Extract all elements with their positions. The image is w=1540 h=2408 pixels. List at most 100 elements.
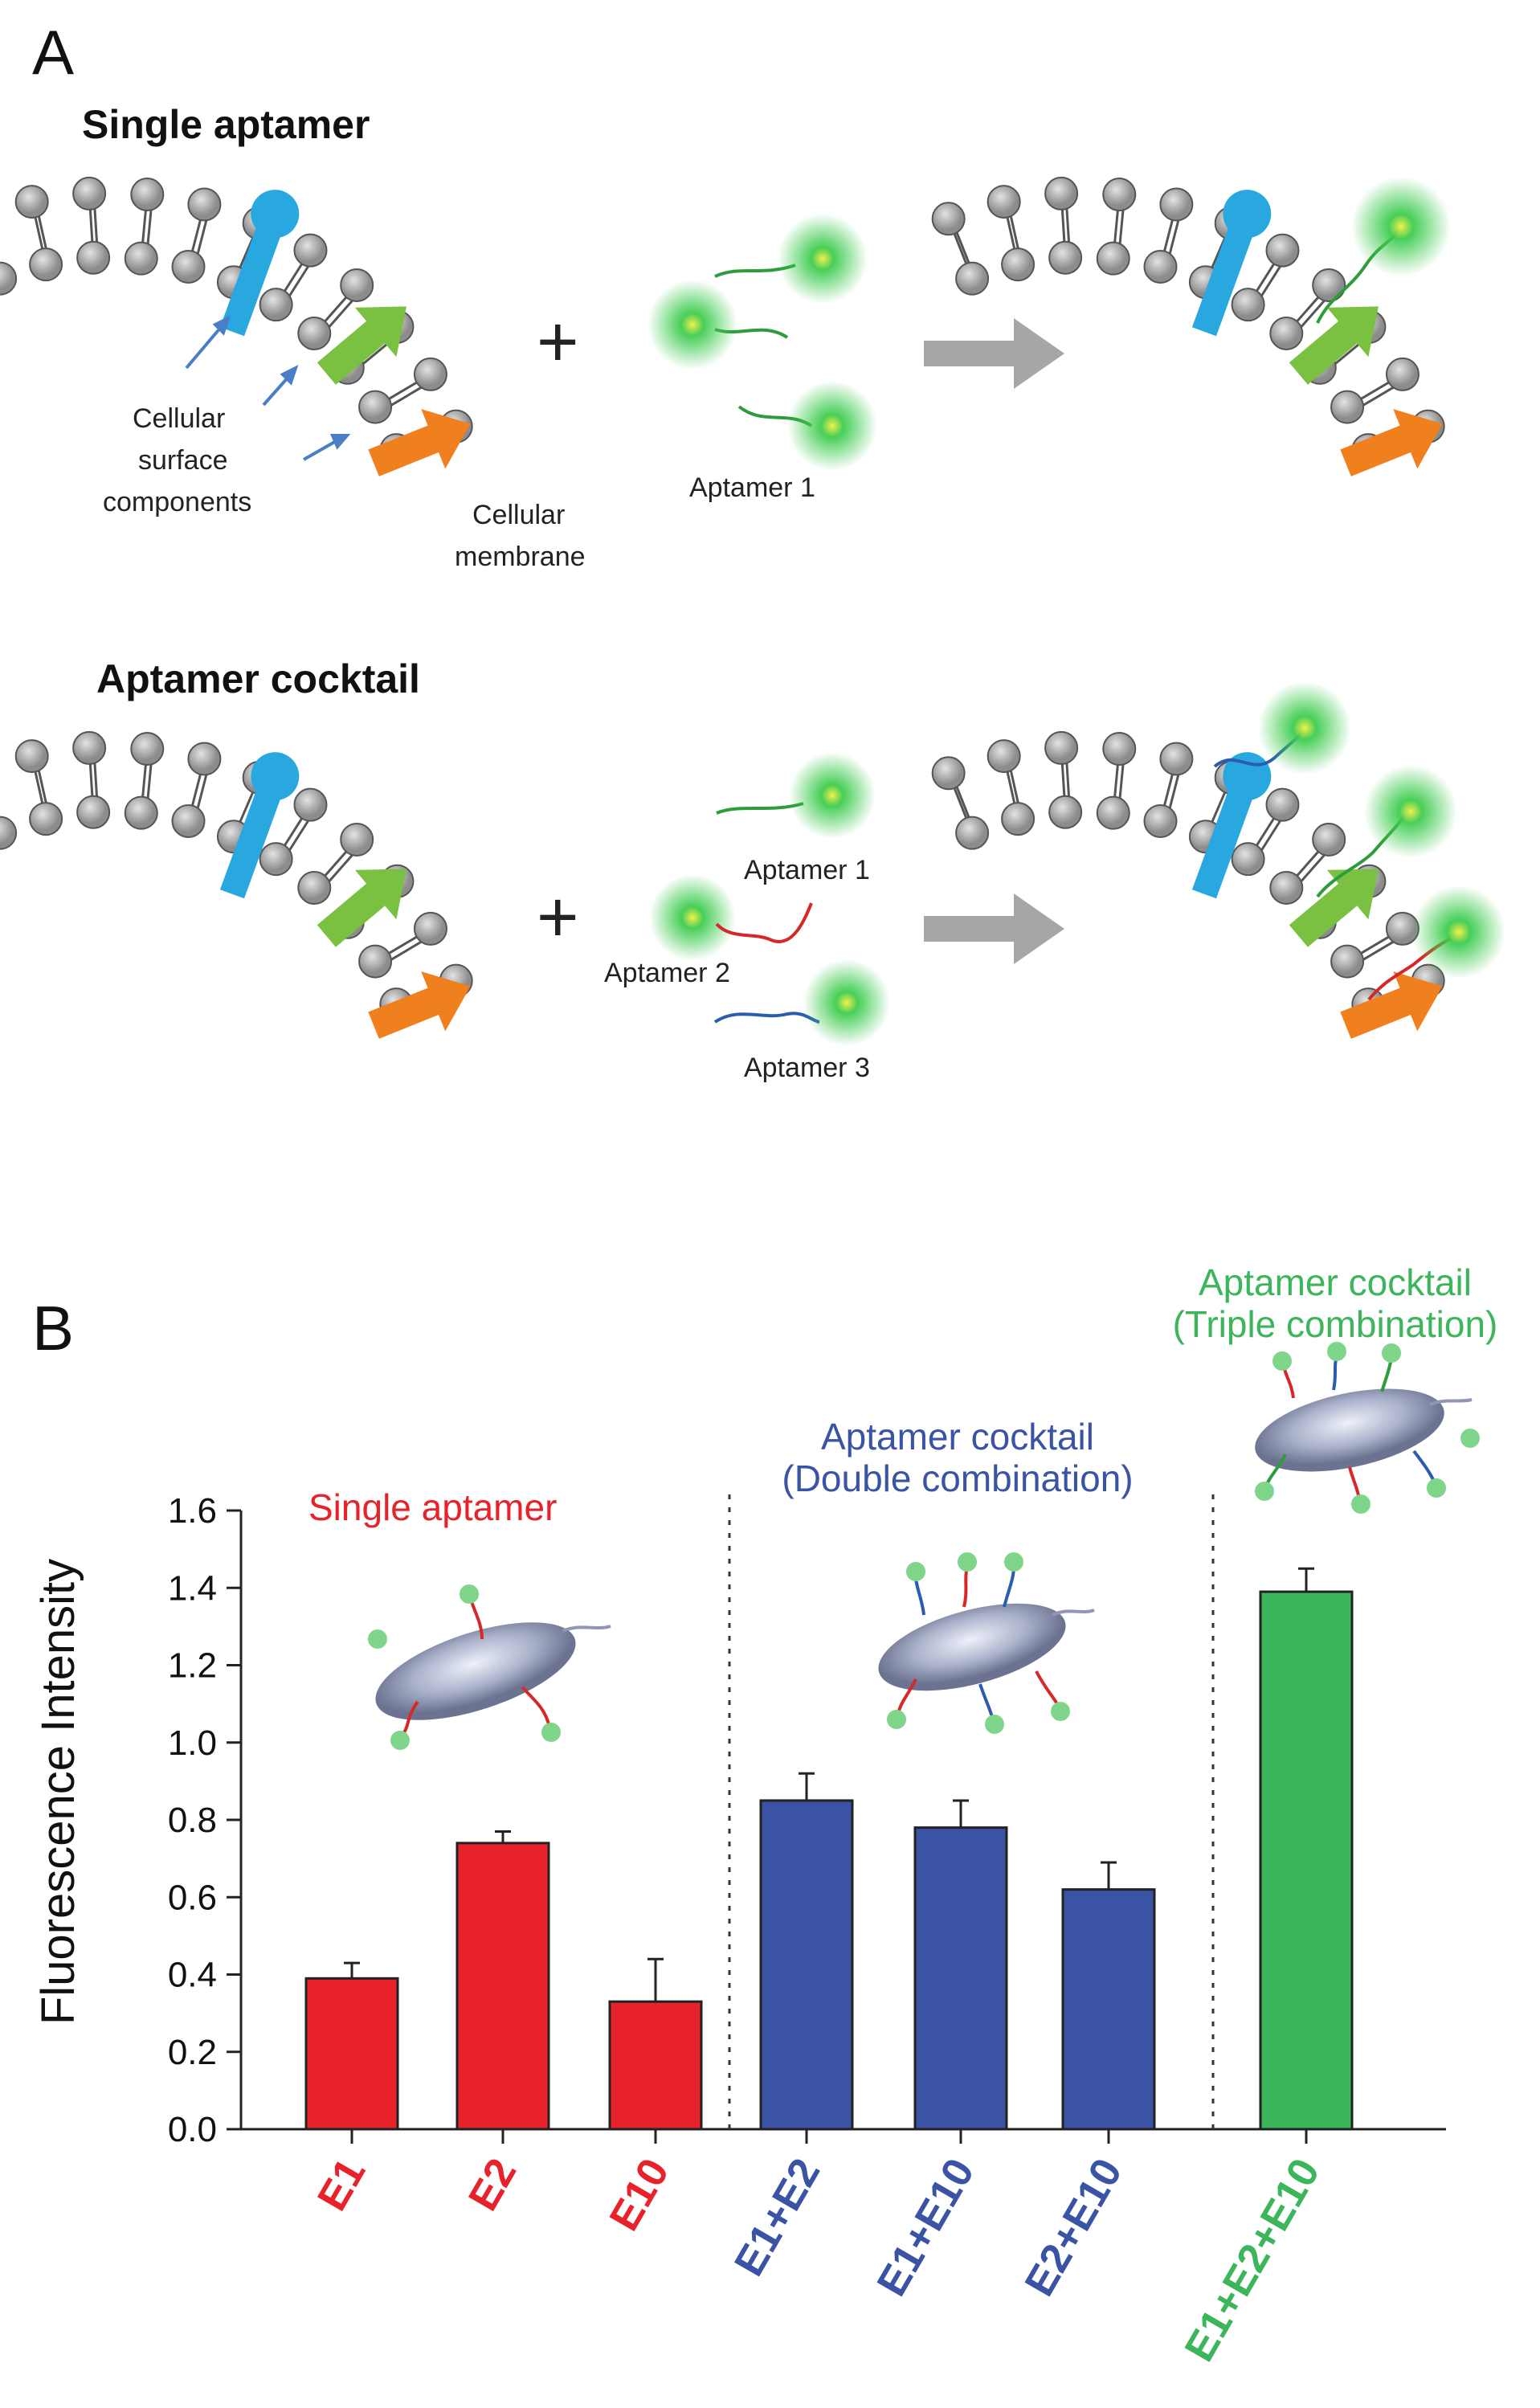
- aptamers-single-free: [647, 214, 877, 471]
- lipid-head: [931, 202, 966, 236]
- lipid-head: [1048, 240, 1083, 275]
- group-label-double-2: (Double combination): [782, 1457, 1133, 1499]
- lipid-head: [1096, 241, 1130, 276]
- panel-b-letter: B: [32, 1293, 74, 1363]
- aptamer-cocktail-title: Aptamer cocktail: [96, 656, 420, 701]
- single-aptamer-title: Single aptamer: [82, 102, 370, 147]
- receptor-orange: [1340, 409, 1443, 476]
- receptor-blue: [219, 190, 300, 337]
- aptamers-cocktail-free: [649, 752, 890, 1046]
- lipid-head: [293, 787, 328, 822]
- lipid-head: [1265, 233, 1300, 268]
- receptor-orange: [1340, 971, 1443, 1039]
- x-category-label: E1+E2: [725, 2151, 829, 2283]
- bar-e2: [455, 1842, 550, 2131]
- lipid-head: [1102, 178, 1137, 212]
- y-tick-label: 1.4: [168, 1568, 217, 1608]
- lipid-head: [1312, 268, 1346, 302]
- lipid-head: [259, 842, 293, 877]
- lipid-head: [72, 176, 107, 211]
- lipid-head: [124, 795, 158, 830]
- y-tick-label: 0.8: [168, 1801, 217, 1840]
- lipid-head: [955, 261, 990, 296]
- receptor-green: [1289, 869, 1379, 947]
- y-tick-label: 1.0: [168, 1723, 217, 1763]
- label-aptamer-1-single: Aptamer 1: [689, 472, 815, 503]
- label-aptamer-3: Aptamer 3: [744, 1053, 870, 1083]
- receptor-blue: [1191, 190, 1272, 337]
- bound-aptamers-cocktail: [1213, 681, 1505, 1001]
- lipid-head: [955, 816, 990, 850]
- lipid-head: [1231, 842, 1265, 877]
- label-cellular-surface-2: surface: [138, 445, 228, 476]
- plus-sign-single: +: [537, 302, 579, 382]
- lipid-head: [1312, 822, 1346, 856]
- bar-e1-e10: [913, 1826, 1008, 2131]
- x-category-label: E1+E10: [868, 2151, 983, 2304]
- lipid-head: [358, 944, 393, 979]
- label-cellular-surface-3: components: [103, 487, 251, 517]
- lipid-head: [986, 185, 1021, 219]
- group-label-single: Single aptamer: [308, 1486, 557, 1528]
- lipid-head: [14, 739, 49, 774]
- lipid-head: [1265, 787, 1300, 822]
- bar-e2-e10: [1061, 1888, 1156, 2131]
- x-category-label: E1+E2+E10: [1176, 2151, 1329, 2369]
- lipid-head: [187, 187, 222, 222]
- receptors-single-left: [219, 190, 471, 476]
- receptor-green: [1289, 306, 1379, 385]
- lipid-head: [14, 185, 49, 219]
- receptor-green: [317, 869, 406, 947]
- lipid-head: [1159, 187, 1194, 222]
- pointer-arrows: [185, 315, 351, 461]
- y-tick-label: 0.2: [168, 2033, 217, 2072]
- lipid-head: [76, 240, 111, 275]
- label-aptamer-2: Aptamer 2: [604, 958, 730, 988]
- lipid-head: [1330, 944, 1365, 979]
- lipid-head: [340, 268, 374, 302]
- lipid-head: [297, 870, 332, 905]
- label-cellular-surface-1: Cellular: [133, 403, 225, 434]
- lipid-head: [259, 288, 293, 322]
- lipid-head: [187, 742, 222, 776]
- fluorophore-glow: [647, 280, 737, 370]
- lipid-head: [171, 803, 206, 838]
- lipid-head: [1330, 390, 1365, 424]
- plus-sign-cocktail: +: [537, 877, 579, 958]
- lipid-head: [1001, 247, 1036, 282]
- lipid-head: [1143, 249, 1178, 284]
- label-aptamer-1-cocktail: Aptamer 1: [744, 855, 870, 885]
- lipid-head: [1096, 795, 1130, 830]
- lipid-head: [29, 247, 63, 282]
- membrane-single-right: [931, 176, 1445, 468]
- lipid-head: [413, 911, 447, 946]
- lipid-head: [1231, 288, 1265, 322]
- lipid-head: [0, 816, 18, 850]
- receptor-orange: [368, 971, 471, 1039]
- lipid-head: [1001, 802, 1036, 836]
- lipid-head: [76, 795, 111, 829]
- lipid-head: [931, 756, 966, 791]
- y-tick-label: 1.2: [168, 1646, 217, 1686]
- bacterium-triple-illustration: [1255, 1342, 1480, 1514]
- fluorophore-glow: [787, 381, 877, 471]
- lipid-head: [1269, 870, 1304, 905]
- bar-e1: [304, 1977, 399, 2131]
- bacterium-single-illustration: [368, 1584, 611, 1750]
- lipid-head: [0, 261, 18, 296]
- receptor-orange: [368, 409, 471, 476]
- lipid-head: [1159, 742, 1194, 776]
- bar-e1-e2: [759, 1799, 854, 2131]
- lipid-head: [1048, 795, 1083, 829]
- lipid-head: [130, 732, 165, 767]
- label-cellular-membrane-1: Cellular: [472, 500, 565, 530]
- process-arrow-single: [924, 318, 1064, 389]
- receptors-single-right: [1191, 190, 1443, 476]
- lipid-head: [297, 316, 332, 350]
- y-axis-label: Fluorescence Intensity: [32, 1559, 84, 2025]
- bar-e10: [608, 2000, 703, 2131]
- fluorophore-glow: [778, 214, 868, 304]
- y-tick-label: 0.4: [168, 1956, 217, 1995]
- group-label-triple-2: (Triple combination): [1173, 1303, 1498, 1345]
